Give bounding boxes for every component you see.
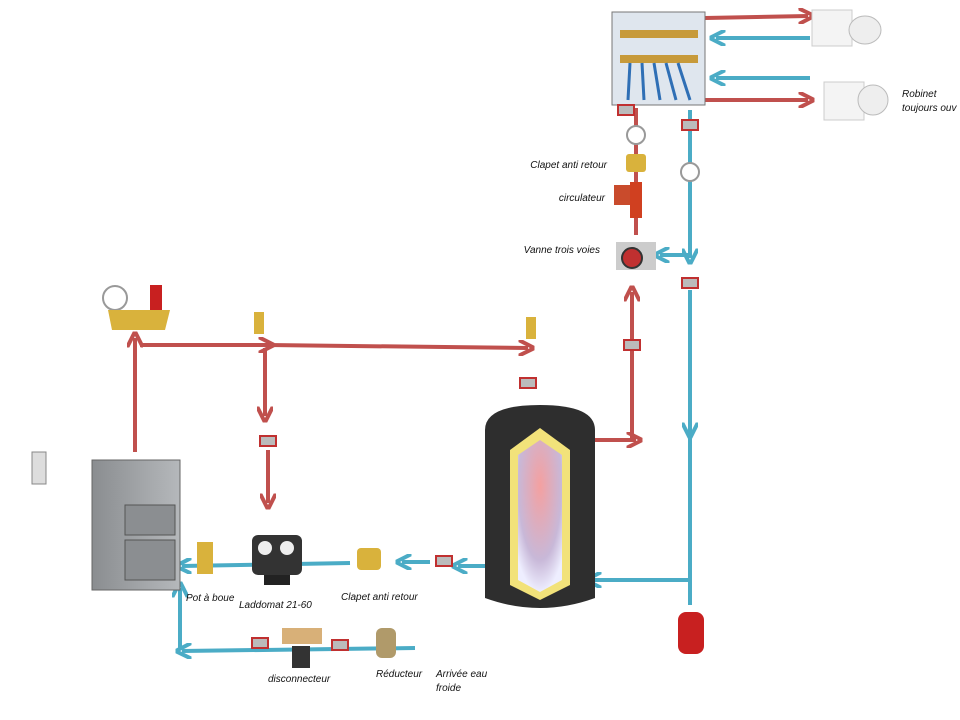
laddomat-icon [252, 535, 302, 585]
expansion-tank-small-icon [31, 451, 47, 485]
safety-group-icon [108, 285, 170, 330]
ball-valve-icon [251, 104, 699, 651]
manifold-image [611, 11, 706, 106]
expansion-vessel-icon [678, 612, 704, 654]
label-three-way-valve: Vanne trois voies [524, 245, 600, 256]
boiler-icon [91, 459, 181, 591]
radiator-always-open [823, 81, 889, 121]
label-manifold-check-valve: Clapet anti retour [530, 160, 607, 171]
circulator-icon [614, 182, 642, 218]
pressure-gauge-icon [102, 125, 700, 311]
pressure-reducer-icon [376, 628, 396, 658]
label-radiator-valve-2: toujours ouv [902, 103, 957, 114]
radiator-thermostatic [811, 9, 882, 47]
label-cold-inlet-2: froide [436, 683, 461, 694]
buffer-tank [485, 405, 595, 608]
label-check-valve: Clapet anti retour [341, 592, 418, 603]
check-valve-icon [357, 548, 381, 570]
air-vent-icon [254, 312, 536, 339]
label-circulator: circulateur [559, 193, 606, 204]
label-mud-pot: Pot à boue [186, 593, 235, 604]
three-way-valve-icon [616, 242, 656, 270]
label-reducer: Réducteur [376, 669, 423, 680]
label-cold-inlet: Arrivée eau [435, 669, 488, 680]
label-laddomat: Laddomat 21-60 [239, 600, 312, 611]
disconnector-icon [282, 628, 322, 668]
label-disconnector: disconnecteur [268, 674, 331, 685]
hot-pipes [135, 16, 808, 503]
label-radiator-valve: Robinet [902, 89, 938, 100]
manifold-check-valve-icon [626, 154, 646, 172]
mud-pot-icon [197, 542, 213, 574]
